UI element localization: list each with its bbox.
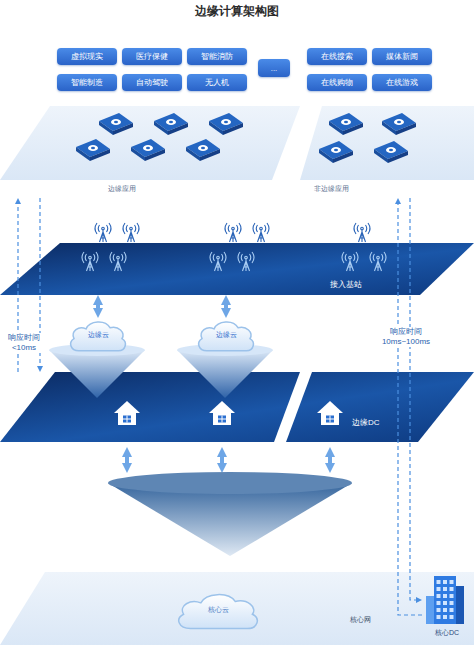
node-label: ... xyxy=(271,64,277,73)
app-pill: 媒体新闻 xyxy=(372,48,432,65)
building-side xyxy=(456,586,464,624)
node-label: 核心DC xyxy=(422,629,472,637)
response-time-note: 响应时间 10ms~100ms xyxy=(380,327,432,347)
building-window xyxy=(437,580,441,584)
cloud-node: 边缘云 xyxy=(196,318,256,352)
double-arrow xyxy=(328,456,332,464)
building-window xyxy=(450,601,454,605)
cloud-outline xyxy=(179,595,257,629)
core-cone-top xyxy=(108,472,352,494)
node-label: 接入基站 xyxy=(330,280,362,290)
tower-icon xyxy=(354,223,370,242)
building-window xyxy=(443,580,447,584)
building-window xyxy=(443,601,447,605)
building-window xyxy=(437,594,441,598)
node-label: 自动驾驶 xyxy=(136,78,168,87)
building-window xyxy=(443,587,447,591)
app-pill: ... xyxy=(258,59,290,77)
building-window xyxy=(437,587,441,591)
node-label: 智能消防 xyxy=(201,52,233,61)
plane-fill xyxy=(0,106,300,180)
node-label: 医疗保健 xyxy=(136,52,168,61)
tower-icon xyxy=(123,223,139,242)
node-label: 边缘应用 xyxy=(108,185,136,193)
cloud-node: 核心云 xyxy=(175,590,261,630)
double-arrow xyxy=(220,456,224,464)
node-label: 在线游戏 xyxy=(386,78,418,87)
app-pill: 无人机 xyxy=(187,74,247,91)
building-main xyxy=(434,576,456,624)
tower-icon xyxy=(253,223,269,242)
plane-fill xyxy=(0,243,474,295)
node-label: 无人机 xyxy=(205,78,229,87)
cloud-outline xyxy=(71,322,126,351)
building-window xyxy=(437,608,441,612)
building-window xyxy=(450,594,454,598)
building-window xyxy=(437,601,441,605)
building-side xyxy=(426,596,434,624)
node-label: 非边缘应用 xyxy=(314,185,349,193)
node-label: 在线搜索 xyxy=(321,52,353,61)
diagram-title: 边缘计算架构图 xyxy=(0,3,474,20)
cloud-outline xyxy=(199,322,254,351)
double-arrow-connector xyxy=(224,304,228,309)
plane-shape xyxy=(0,243,474,295)
datacenter-building: 核心DC xyxy=(422,572,472,644)
building-window xyxy=(450,608,454,612)
app-pill: 医疗保健 xyxy=(122,48,182,65)
building-window xyxy=(437,615,441,619)
response-time-note: 响应时间 <10ms xyxy=(4,333,44,353)
node-label: 边缘云 xyxy=(88,331,109,339)
building-window xyxy=(450,580,454,584)
node-label: 核心云 xyxy=(208,606,229,614)
building-window xyxy=(450,587,454,591)
double-arrow xyxy=(125,456,129,464)
layer-plane: 核心网 核心云 xyxy=(0,572,474,645)
plane-fill xyxy=(0,372,474,442)
app-pill: 在线游戏 xyxy=(372,74,432,91)
node-label: 虚拟现实 xyxy=(71,52,103,61)
node-label: 核心网 xyxy=(350,616,371,624)
double-arrow-connector xyxy=(96,304,100,309)
node-label: 边缘DC xyxy=(352,418,380,428)
node-label: 在线购物 xyxy=(321,78,353,87)
plane-fill xyxy=(0,572,474,645)
node-label: 智能制造 xyxy=(71,78,103,87)
tower-icon xyxy=(95,223,111,242)
building-window xyxy=(450,615,454,619)
tower-icon xyxy=(225,223,241,242)
app-pill: 自动驾驶 xyxy=(122,74,182,91)
plane-fill xyxy=(300,106,474,180)
cloud-node: 边缘云 xyxy=(68,318,128,352)
app-pill: 虚拟现实 xyxy=(57,48,117,65)
node-label: 边缘云 xyxy=(216,331,237,339)
building-window xyxy=(443,608,447,612)
building-window xyxy=(443,594,447,598)
app-pill: 在线购物 xyxy=(307,74,367,91)
building-shape xyxy=(422,572,472,626)
layer-plane: 接入基站 xyxy=(0,243,474,295)
building-window xyxy=(443,615,447,619)
node-label: 媒体新闻 xyxy=(386,52,418,61)
app-pill: 智能消防 xyxy=(187,48,247,65)
app-pill: 智能制造 xyxy=(57,74,117,91)
app-pill: 在线搜索 xyxy=(307,48,367,65)
